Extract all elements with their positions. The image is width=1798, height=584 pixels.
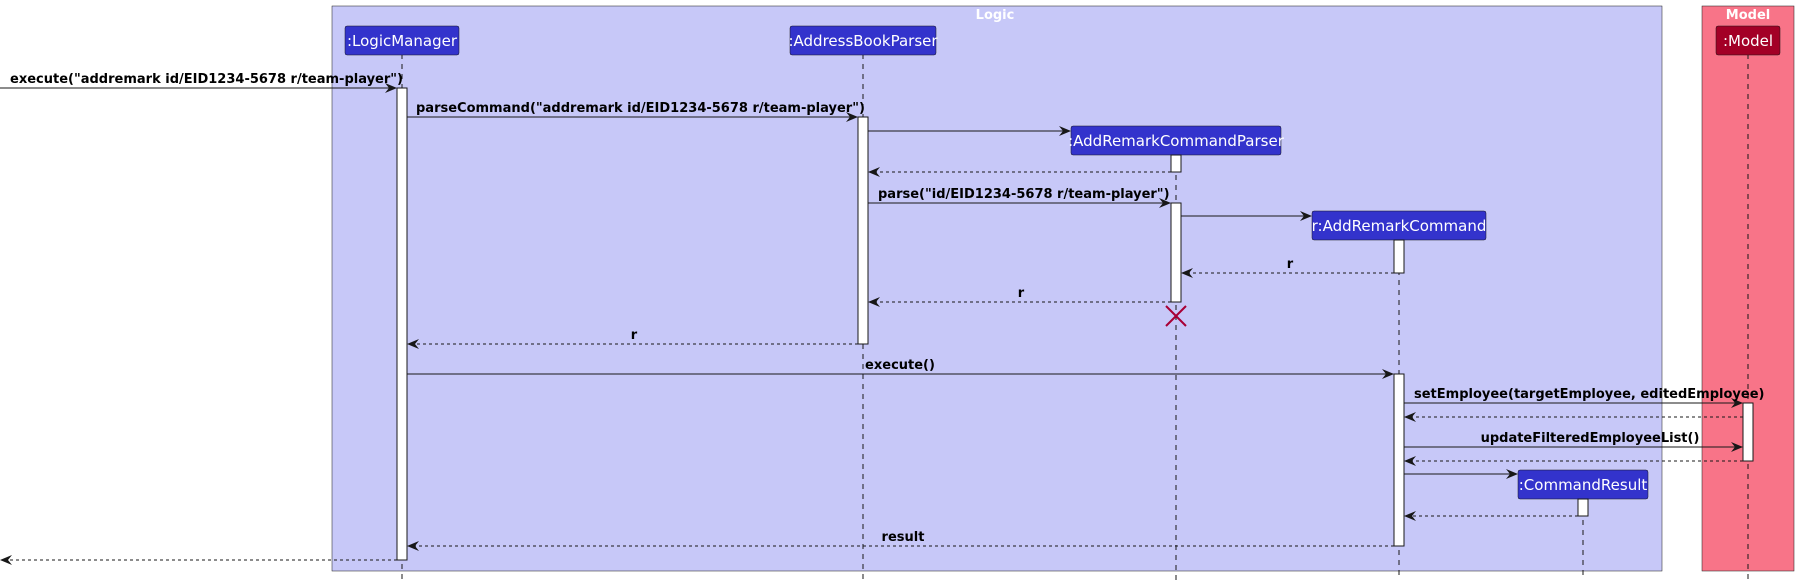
participant-addremarkcommandparser: :AddRemarkCommandParser: [1068, 125, 1285, 156]
messages: [0, 83, 1743, 565]
activation-model: [1742, 402, 1754, 462]
activation-addremarkcommand-execute: [1393, 373, 1405, 547]
group-model-label: Model: [1726, 8, 1770, 23]
participant-addremarkcommand: r:AddRemarkCommand: [1312, 210, 1487, 241]
participant-addressbookparser: :AddressBookParser: [788, 25, 938, 56]
message-7-label: r: [1287, 257, 1294, 272]
message-11-label: setEmployee(targetEmployee, editedEmploy…: [1414, 387, 1764, 402]
svg-text:r:AddRemarkCommand: r:AddRemarkCommand: [1312, 217, 1487, 235]
message-8-label: r: [1018, 286, 1025, 301]
activation-addremarkcommandparser-create: [1170, 154, 1182, 173]
activation-commandresult: [1577, 498, 1589, 517]
participant-commandresult: :CommandResult: [1517, 469, 1649, 500]
group-logic-label: Logic: [976, 8, 1015, 23]
message-5-label: parse("id/EID1234-5678 r/team-player"): [878, 187, 1170, 202]
message-9-label: r: [631, 328, 638, 343]
activation-addressbookparser: [857, 116, 869, 345]
activation-addremarkcommandparser-parse: [1170, 202, 1182, 303]
participant-logicmanager: :LogicManager: [344, 25, 460, 56]
svg-text::LogicManager: :LogicManager: [347, 32, 458, 50]
participant-model: :Model: [1715, 25, 1781, 56]
activation-addremarkcommand-create: [1393, 239, 1405, 274]
message-10-label: execute(): [865, 358, 935, 373]
activation-logicmanager: [396, 87, 408, 561]
message-2-label: parseCommand("addremark id/EID1234-5678 …: [416, 101, 865, 116]
activations: [396, 87, 1754, 561]
destroy-mark: [1165, 305, 1187, 327]
svg-text::Model: :Model: [1723, 32, 1773, 50]
message-17-label: result: [882, 530, 925, 545]
group-logic: Logic: [331, 5, 1663, 572]
svg-text::AddRemarkCommandParser: :AddRemarkCommandParser: [1068, 132, 1285, 150]
svg-text::CommandResult: :CommandResult: [1519, 476, 1648, 494]
message-1-label: execute("addremark id/EID1234-5678 r/tea…: [10, 72, 403, 87]
message-labels: execute("addremark id/EID1234-5678 r/tea…: [10, 72, 1764, 545]
message-13-label: updateFilteredEmployeeList(): [1481, 431, 1700, 446]
svg-text::AddressBookParser: :AddressBookParser: [788, 32, 938, 50]
